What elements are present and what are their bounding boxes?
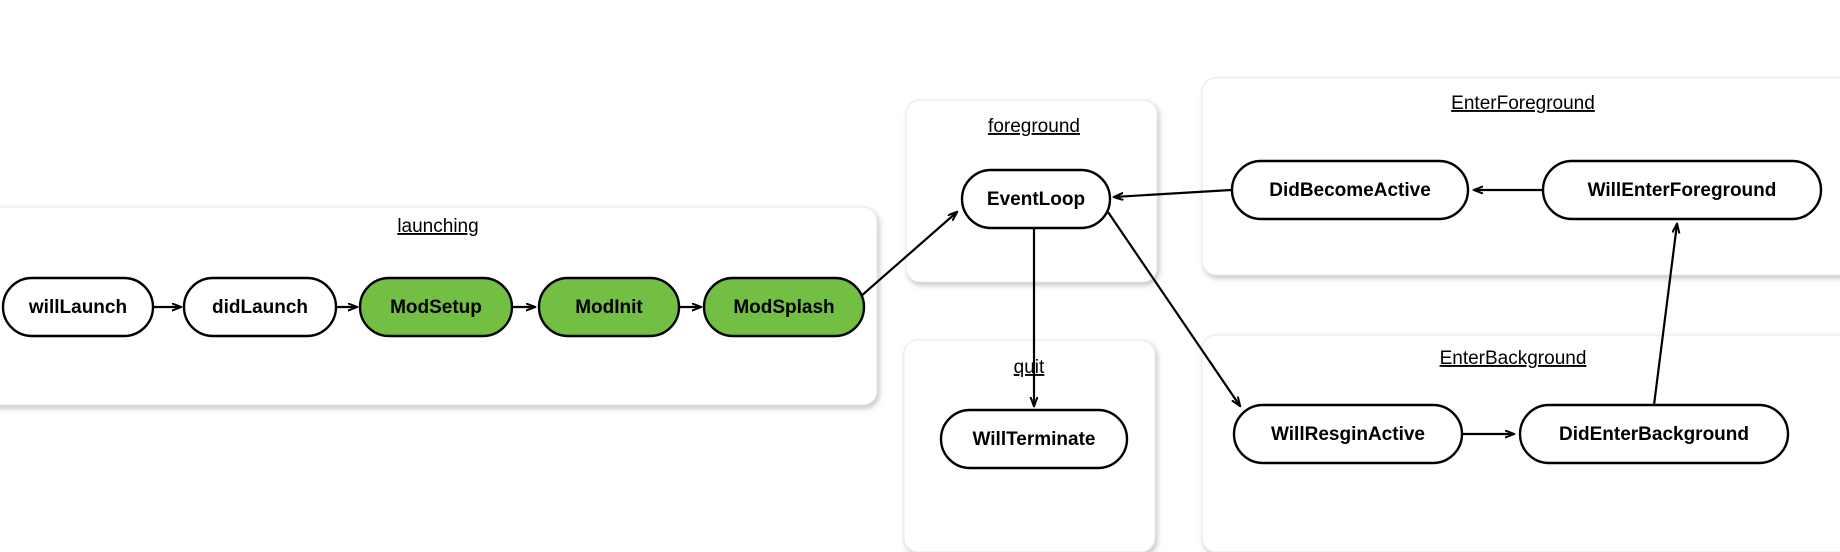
node-ModSetup[interactable]: ModSetup <box>358 276 514 338</box>
panel-title-enterforeground: EnterForeground <box>1451 93 1595 114</box>
node-willLaunch[interactable]: willLaunch <box>1 276 155 338</box>
node-shape-ModSetup[interactable] <box>358 276 514 338</box>
node-shape-WillTerminate[interactable] <box>939 408 1129 470</box>
node-label-ModInit: ModInit <box>575 297 643 318</box>
node-didLaunch[interactable]: didLaunch <box>182 276 338 338</box>
node-label-WillTerminate: WillTerminate <box>973 429 1096 450</box>
node-DidBecomeActive[interactable]: DidBecomeActive <box>1230 159 1470 221</box>
node-label-didLaunch: didLaunch <box>212 297 308 318</box>
edge-ModSplash-EventLoop <box>859 212 957 298</box>
node-label-willLaunch: willLaunch <box>28 297 127 318</box>
node-shape-didLaunch[interactable] <box>182 276 338 338</box>
edge-EventLoop-WillResginActive <box>1107 211 1240 406</box>
edge-layer <box>154 190 1677 434</box>
node-DidEnterBackground[interactable]: DidEnterBackground <box>1518 403 1790 465</box>
panel-title-enterbackground: EnterBackground <box>1440 348 1587 369</box>
node-shape-ModSplash[interactable] <box>702 276 866 338</box>
panel-title-foreground: foreground <box>988 116 1080 137</box>
panel-background-enterforeground <box>1201 77 1840 276</box>
edge-DidBecomeActive-EventLoop <box>1114 188 1232 197</box>
panel-title-quit: quit <box>1014 357 1045 378</box>
node-label-DidEnterBackground: DidEnterBackground <box>1559 424 1749 445</box>
node-shape-WillEnterForeground[interactable] <box>1541 159 1823 221</box>
node-shape-DidBecomeActive[interactable] <box>1230 159 1470 221</box>
node-label-EventLoop: EventLoop <box>987 189 1085 210</box>
node-label-WillEnterForeground: WillEnterForeground <box>1588 180 1777 201</box>
node-WillEnterForeground[interactable]: WillEnterForeground <box>1541 159 1823 221</box>
panel-enterforeground: EnterForeground <box>1201 77 1840 276</box>
node-shape-ModInit[interactable] <box>537 276 681 338</box>
node-label-ModSetup: ModSetup <box>390 297 482 318</box>
node-label-DidBecomeActive: DidBecomeActive <box>1269 180 1431 201</box>
node-shape-willLaunch[interactable] <box>1 276 155 338</box>
node-label-ModSplash: ModSplash <box>733 297 834 318</box>
node-WillResginActive[interactable]: WillResginActive <box>1232 403 1464 465</box>
node-shape-EventLoop[interactable] <box>960 168 1112 230</box>
node-ModSplash[interactable]: ModSplash <box>702 276 866 338</box>
panel-title-launching: launching <box>397 216 478 237</box>
node-WillTerminate[interactable]: WillTerminate <box>939 408 1129 470</box>
node-shape-WillResginActive[interactable] <box>1232 403 1464 465</box>
node-shape-DidEnterBackground[interactable] <box>1518 403 1790 465</box>
node-ModInit[interactable]: ModInit <box>537 276 681 338</box>
node-label-WillResginActive: WillResginActive <box>1271 424 1425 445</box>
node-EventLoop[interactable]: EventLoop <box>960 168 1112 230</box>
edge-DidEnterBackground-WillEnterForeground <box>1652 224 1677 406</box>
node-layer: willLaunch didLaunch ModSetup ModInit ModSpl… <box>1 159 1823 470</box>
